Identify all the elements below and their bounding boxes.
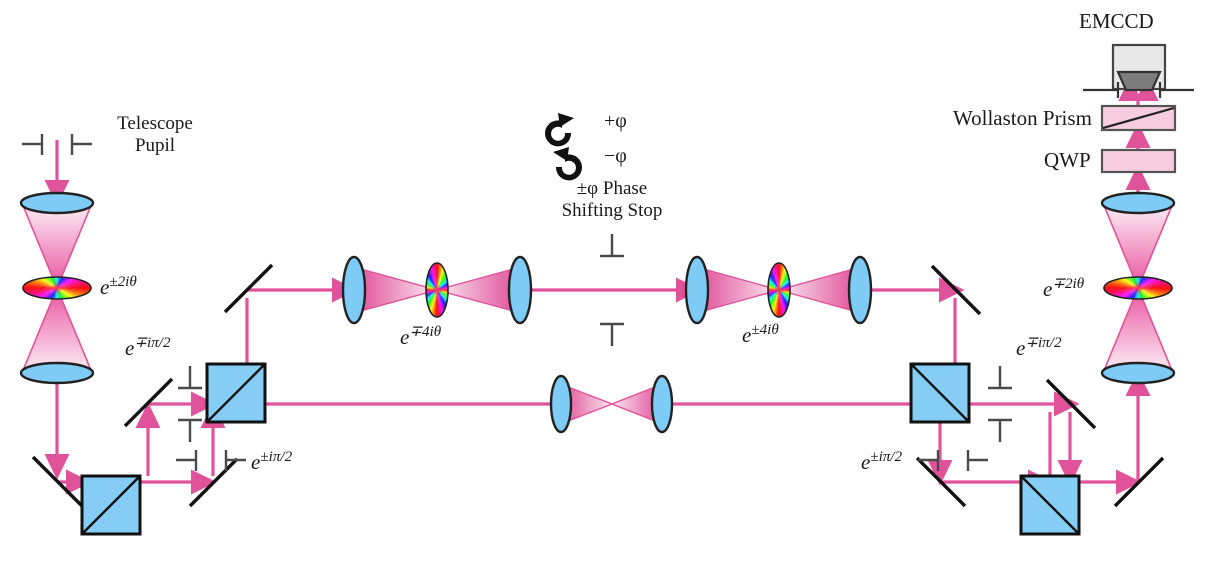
qwp-plate: [1100, 148, 1177, 174]
mirror-lower-left-a: [123, 377, 174, 428]
phase-rotation-icons: [545, 113, 582, 181]
mid-arm-lens-2: [650, 374, 674, 434]
phase-left-upper-exp: ∓iπ/2: [134, 335, 171, 351]
bs-right-upper: [909, 362, 971, 424]
cone-left-lower: [22, 285, 92, 369]
mirror-upper-left: [223, 263, 274, 314]
emccd-label: EMCCD: [1079, 9, 1154, 33]
stop-left-lower: [176, 450, 246, 471]
phase-right-upper-label: e∓iπ/2: [1016, 335, 1062, 360]
output-lens-bottom: [1100, 361, 1176, 385]
cone-right-lower: [1103, 285, 1173, 369]
telescope-pupil-label: Telescope Pupil: [90, 113, 220, 157]
rotation-arrow-ccw: [553, 147, 582, 181]
upper-arm-lens-4: [847, 255, 873, 325]
phase-left-upper-label: e∓iπ/2: [125, 335, 171, 360]
phase-right-upper-exp: ∓iπ/2: [1025, 335, 1062, 351]
phi-plus-label: +φ: [604, 110, 627, 132]
polarization-marks: [178, 234, 1012, 442]
rotation-arrow-cw: [545, 113, 574, 147]
vortex-left-exp: ±2iθ: [109, 274, 137, 290]
mirror-right-a: [1045, 378, 1097, 430]
stop-right-lower: [918, 450, 988, 471]
pupil-stop-marks: [22, 134, 988, 471]
vortex-upper-right-exp: ±4iθ: [751, 322, 779, 338]
qwp-label: QWP: [1044, 148, 1091, 172]
camera-aperture-marks: [1083, 82, 1194, 98]
vortex-right-label: e∓2iθ: [1043, 276, 1085, 301]
wollaston-prism: [1100, 104, 1177, 132]
camera-mount: [1116, 70, 1162, 92]
pol-center-para: [600, 322, 624, 346]
light-cones: [22, 207, 1173, 425]
mirror-right-b: [915, 456, 967, 508]
vortex-upper-right-label: e±4iθ: [742, 322, 779, 347]
upper-arm-lens-1: [341, 255, 367, 325]
pol-left-para: [178, 418, 202, 442]
stop-line2: Shifting Stop: [561, 200, 663, 221]
cone-ua1-right: [434, 267, 518, 313]
upper-arm-lens-3: [684, 255, 710, 325]
output-lens-top: [1100, 191, 1176, 215]
telescope-pupil-line1: Telescope: [117, 113, 193, 134]
wollaston-prism-label: Wollaston Prism: [953, 106, 1092, 130]
phase-right-lower-exp: ±iπ/2: [870, 449, 903, 465]
cone-right-upper: [1103, 207, 1173, 291]
pol-left-perp: [178, 366, 202, 390]
mirror-bottom-right: [1113, 456, 1165, 508]
vortex-upper-left-label: e∓4iθ: [400, 324, 442, 349]
telescope-pupil-line2: Pupil: [134, 135, 176, 156]
beamsplitter-cubes: [80, 362, 1081, 536]
phase-shifting-stop-label: ±φ Phase Shifting Stop: [512, 178, 712, 222]
cone-ua1-left: [356, 267, 440, 313]
vortex-right-exp: ∓2iθ: [1052, 276, 1085, 292]
bs-left-lower: [80, 474, 142, 536]
phase-left-lower-label: e±iπ/2: [251, 449, 293, 474]
vortex-upper-left-exp: ∓4iθ: [409, 324, 442, 340]
pol-right-perp: [988, 366, 1012, 390]
emccd-camera: [1083, 43, 1194, 98]
phase-left-lower-exp: ±iπ/2: [260, 449, 293, 465]
telescope-lens-bottom-left: [19, 361, 95, 385]
mirror-bottom-left: [31, 455, 84, 508]
stop-line1: ±φ Phase: [576, 178, 648, 199]
bs-right-lower: [1019, 474, 1081, 536]
vortex-left-label: e±2iθ: [100, 274, 137, 299]
lenses: [19, 191, 1176, 434]
cone-ua2-left: [699, 267, 782, 313]
phi-minus-label: −φ: [604, 145, 627, 167]
phase-right-lower-label: e±iπ/2: [861, 449, 903, 474]
stop-telescope-pupil: [22, 134, 92, 155]
bs-left-upper: [205, 362, 267, 424]
mirrors: [31, 263, 1165, 508]
mirror-lower-left-b: [188, 457, 239, 508]
telescope-lens-top-left: [19, 191, 95, 215]
upper-arm-lens-2: [507, 255, 533, 325]
mirror-upper-right: [930, 264, 982, 316]
pol-right-para: [988, 418, 1012, 442]
mid-arm-lens-1: [549, 374, 573, 434]
cone-left-upper: [22, 207, 92, 291]
pol-center-perp: [600, 234, 624, 258]
